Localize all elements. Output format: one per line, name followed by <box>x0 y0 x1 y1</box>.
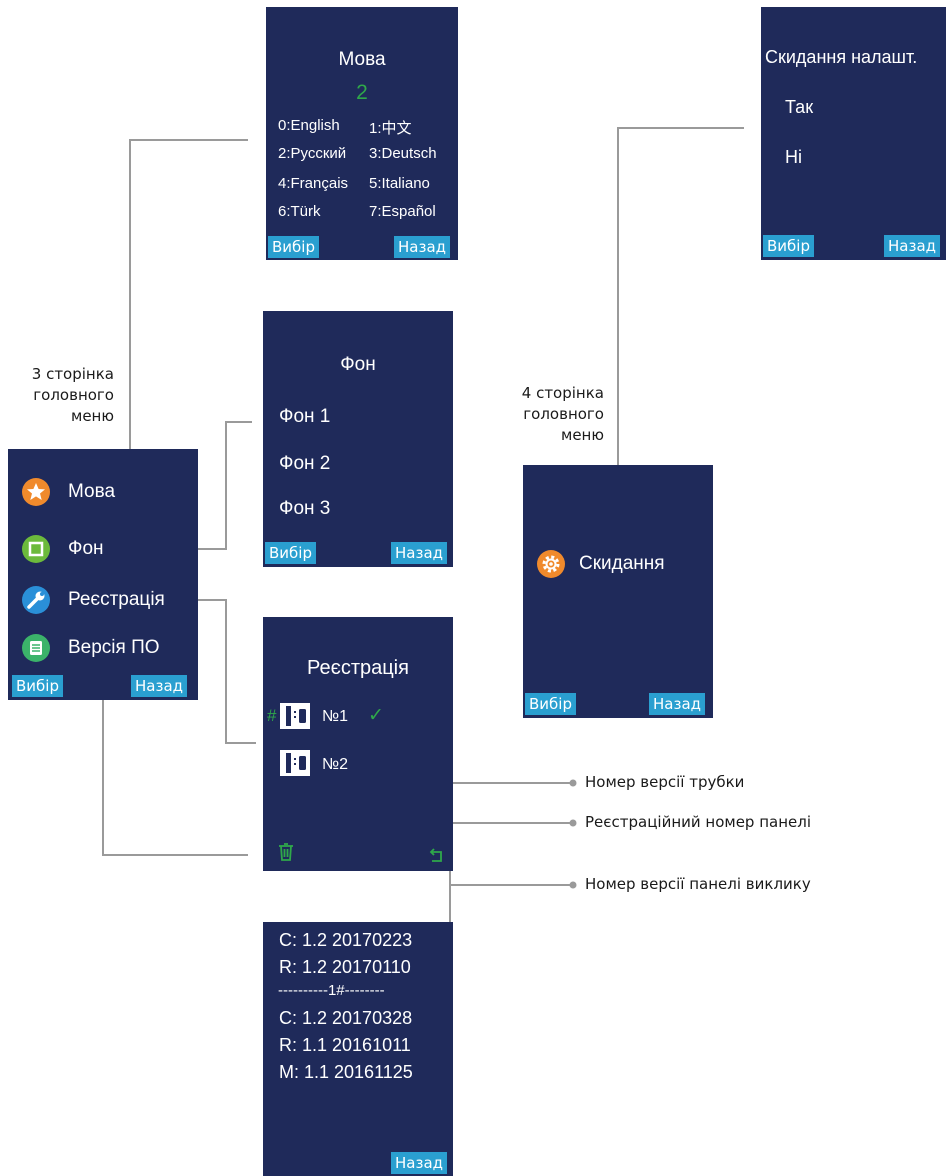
registration-number: №1 <box>322 708 349 725</box>
menu-item-reset[interactable]: Скидання <box>537 549 707 579</box>
registration-screen: Реєстрація # №1 ✓ №2 <box>263 617 453 871</box>
selected-language-number: 2 <box>356 81 368 104</box>
menu-item-registration[interactable]: Реєстрація <box>22 585 192 615</box>
panel-version-r: R: 1.1 20161011 <box>279 1035 411 1055</box>
back-button[interactable]: Назад <box>394 236 451 258</box>
caption-line: 3 сторінка <box>31 365 114 383</box>
background-option[interactable]: Фон 3 <box>279 498 331 519</box>
registration-number: №2 <box>322 756 349 773</box>
select-button[interactable]: Вибір <box>268 236 319 258</box>
panel-version-m: M: 1.1 20161125 <box>279 1062 413 1082</box>
intercom-device-icon <box>280 750 310 776</box>
annotation-call-panel-version: Номер версії панелі виклику <box>585 875 811 893</box>
back-button[interactable]: Назад <box>391 542 448 564</box>
registration-entry-2[interactable]: №2 <box>267 748 447 778</box>
menu-item-label: Скидання <box>579 553 665 574</box>
back-button[interactable]: Назад <box>649 693 706 715</box>
version-screen: C: 1.2 20170223 R: 1.2 20170110 --------… <box>263 922 453 1176</box>
version-icon <box>22 634 50 662</box>
back-button[interactable]: Назад <box>391 1152 448 1174</box>
menu-item-version[interactable]: Версія ПО <box>22 633 192 663</box>
star-icon <box>22 478 50 506</box>
reset-screen: Скидання налашт. Так Ні Вибір Назад <box>761 7 946 260</box>
menu-item-label: Фон <box>68 538 104 559</box>
caption-line: меню <box>561 426 604 444</box>
wrench-icon <box>22 586 50 614</box>
select-button[interactable]: Вибір <box>763 235 814 257</box>
menu-item-label: Мова <box>68 481 116 502</box>
language-screen: Мова 2 0:English 1:中文 2:Русский 3:Deutsc… <box>266 7 458 260</box>
caption-line: головного <box>523 405 604 423</box>
menu-item-language[interactable]: Мова <box>22 477 192 507</box>
intercom-device-icon <box>280 703 310 729</box>
check-icon: ✓ <box>368 705 384 726</box>
caption-page4: 4 сторінка головного меню <box>490 383 604 446</box>
main-menu-page4-screen: Скидання Вибір Назад <box>523 465 713 718</box>
handset-version-r: R: 1.2 20170110 <box>279 957 411 977</box>
gear-icon <box>537 550 565 578</box>
caption-line: головного <box>33 386 114 404</box>
language-option-3[interactable]: 3:Deutsch <box>369 145 437 162</box>
screen-title: Мова <box>338 49 386 70</box>
language-option-1[interactable]: 1:中文 <box>369 120 412 137</box>
reset-option-yes[interactable]: Так <box>785 97 814 117</box>
caption-line: 4 сторінка <box>521 384 604 402</box>
panel-registration-line: ----------1#-------- <box>278 982 385 999</box>
handset-version-c: C: 1.2 20170223 <box>279 930 413 950</box>
caption-page3: 3 сторінка головного меню <box>10 364 114 427</box>
background-screen: Фон Фон 1 Фон 2 Фон 3 Вибір Назад <box>263 311 453 567</box>
select-button[interactable]: Вибір <box>12 675 63 697</box>
back-button[interactable]: Назад <box>131 675 188 697</box>
caption-line: меню <box>71 407 114 425</box>
language-option-0[interactable]: 0:English <box>278 117 340 134</box>
menu-item-label: Версія ПО <box>68 637 160 658</box>
background-option[interactable]: Фон 2 <box>279 453 331 474</box>
reset-option-no[interactable]: Ні <box>785 147 802 167</box>
language-option-6[interactable]: 6:Türk <box>278 203 321 220</box>
panel-version-c: C: 1.2 20170328 <box>279 1008 413 1028</box>
screen-title: Скидання налашт. <box>765 47 918 67</box>
background-icon <box>22 535 50 563</box>
annotation-panel-reg-number: Реєстраційний номер панелі <box>585 813 812 831</box>
hash-mark: # <box>267 706 277 725</box>
language-option-7[interactable]: 7:Español <box>369 203 436 220</box>
select-button[interactable]: Вибір <box>265 542 316 564</box>
language-option-4[interactable]: 4:Français <box>278 175 349 192</box>
return-icon[interactable] <box>429 847 445 863</box>
language-option-2[interactable]: 2:Русский <box>278 145 347 162</box>
screen-title: Фон <box>340 354 376 375</box>
annotation-handset-version: Номер версії трубки <box>585 773 745 791</box>
main-menu-page3-screen: Мова Фон Реєстрація Версія ПО Вибір Наза… <box>8 449 198 700</box>
select-button[interactable]: Вибір <box>525 693 576 715</box>
registration-entry-1[interactable]: # №1 ✓ <box>267 701 447 731</box>
background-option[interactable]: Фон 1 <box>279 406 331 427</box>
menu-item-background[interactable]: Фон <box>22 534 192 564</box>
screen-title: Реєстрація <box>307 657 409 679</box>
language-option-5[interactable]: 5:Italiano <box>369 175 430 192</box>
menu-item-label: Реєстрація <box>68 589 165 610</box>
trash-icon[interactable] <box>277 842 295 862</box>
back-button[interactable]: Назад <box>884 235 941 257</box>
